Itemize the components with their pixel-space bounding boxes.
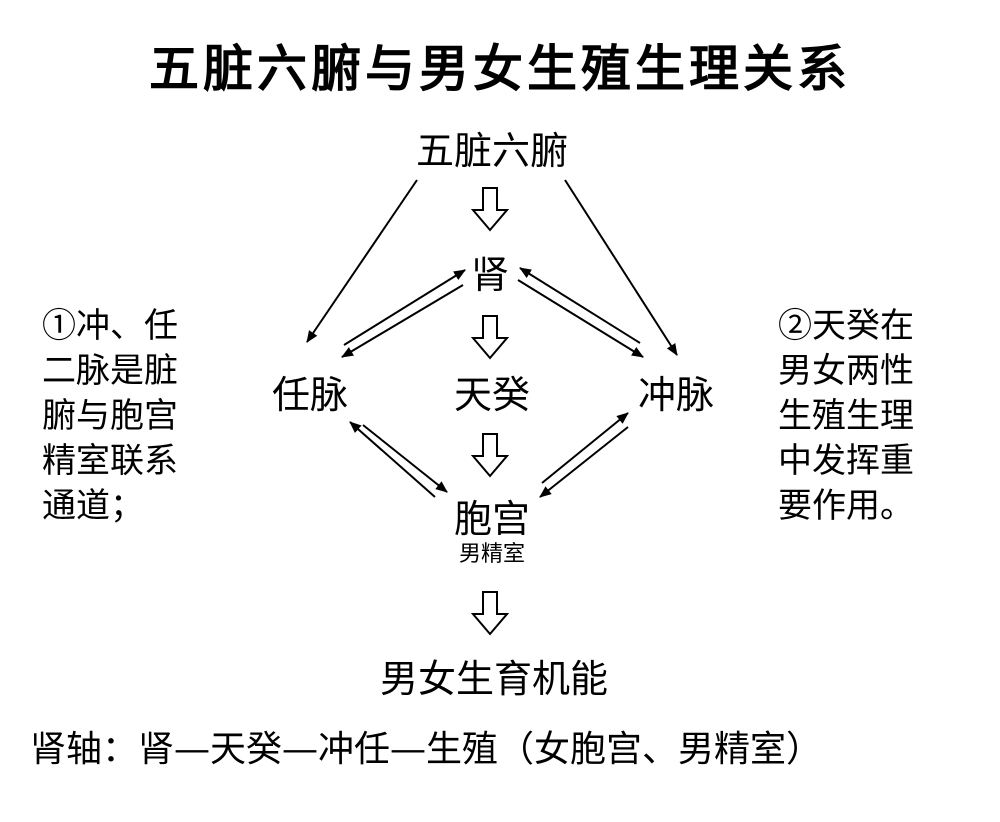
hollow-arrow-icon bbox=[470, 187, 510, 232]
node-kidney: 肾 bbox=[470, 253, 510, 297]
arrow-ren-to-uterus bbox=[362, 424, 448, 493]
note-line: 腑与胞宫 bbox=[42, 396, 178, 436]
node-result: 男女生育机能 bbox=[379, 657, 609, 701]
note-line: 通道； bbox=[42, 486, 144, 526]
arrow-chong-to-uterus bbox=[539, 426, 629, 498]
note-line: ②天癸在 bbox=[778, 306, 914, 346]
arrow-chong-to-kidney bbox=[519, 267, 641, 344]
node-ren: 任脉 bbox=[271, 373, 349, 417]
note-line: 生殖生理 bbox=[778, 396, 914, 436]
node-tiangui: 天癸 bbox=[453, 373, 531, 417]
arrow-organs-to-chong bbox=[564, 179, 678, 356]
note-line: 中发挥重 bbox=[778, 441, 914, 481]
note-line: 二脉是脏 bbox=[42, 351, 178, 391]
hollow-arrow-icon bbox=[470, 591, 510, 636]
note-line: 男女两性 bbox=[778, 351, 914, 391]
hollow-arrow-icon bbox=[470, 433, 510, 478]
note-right: ②天癸在 男女两性 生殖生理 中发挥重 要作用。 bbox=[778, 304, 948, 529]
node-uterus-sub: 男精室 bbox=[458, 542, 526, 567]
arrow-uterus-to-chong bbox=[541, 412, 629, 484]
node-chong: 冲脉 bbox=[637, 373, 715, 417]
arrow-kidney-to-ren bbox=[341, 284, 464, 358]
diagram-title: 五脏六腑与男女生殖生理关系 bbox=[149, 39, 851, 98]
arrow-kidney-to-chong bbox=[517, 279, 644, 358]
note-line: ①冲、任 bbox=[42, 306, 178, 346]
note-left: ①冲、任 二脉是脏 腑与胞宫 精室联系 通道； bbox=[42, 304, 212, 529]
node-uterus: 胞宫 bbox=[453, 497, 531, 541]
arrow-ren-to-kidney bbox=[343, 269, 466, 346]
note-line: 精室联系 bbox=[42, 441, 178, 481]
node-organs: 五脏六腑 bbox=[415, 129, 569, 173]
arrow-organs-to-ren bbox=[306, 179, 418, 343]
note-line: 要作用。 bbox=[778, 486, 914, 526]
footer-kidney-axis: 肾轴：肾—天癸—冲任—生殖（女胞宫、男精室） bbox=[30, 729, 823, 770]
hollow-arrow-icon bbox=[470, 315, 510, 360]
arrow-uterus-to-ren bbox=[349, 421, 436, 498]
